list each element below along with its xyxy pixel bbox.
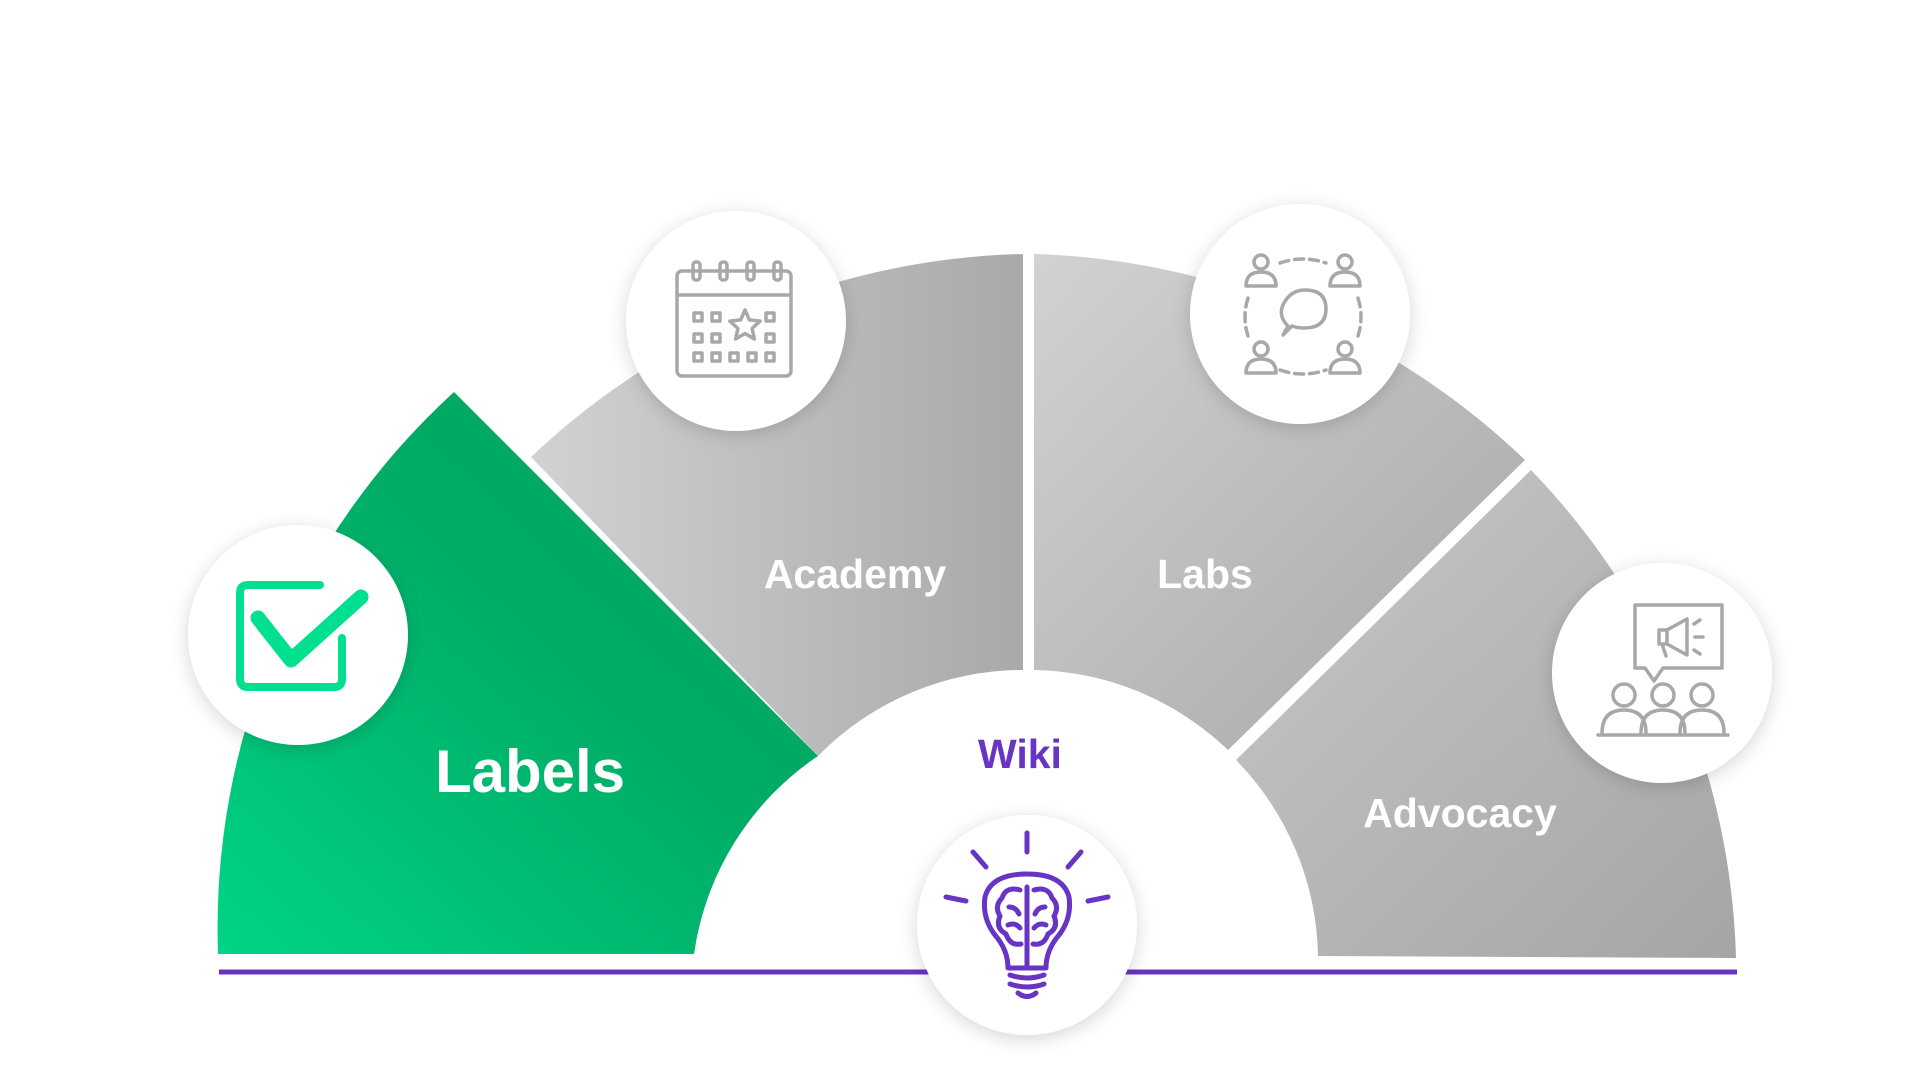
segment-label-advocacy: Advocacy [1363, 790, 1557, 836]
presentation-megaphone-icon [1596, 603, 1730, 737]
labs-icon-badge[interactable] [1190, 204, 1410, 424]
checkbox-icon [236, 581, 369, 691]
wiki-icon-badge[interactable] [917, 815, 1137, 1035]
advocacy-icon-badge[interactable] [1552, 563, 1772, 783]
calendar-star-icon [675, 260, 793, 378]
labels-icon-badge[interactable] [188, 525, 408, 745]
community-chat-icon [1243, 253, 1363, 376]
segment-label-labs: Labs [1157, 551, 1253, 597]
segment-labels[interactable] [217, 392, 819, 954]
segment-labs[interactable] [1034, 254, 1525, 750]
segment-label-labels: Labels [435, 738, 625, 805]
center-label-wiki: Wiki [978, 731, 1062, 777]
academy-icon-badge[interactable] [626, 211, 846, 431]
lightbulb-brain-icon [943, 830, 1111, 999]
segment-label-academy: Academy [764, 551, 947, 597]
